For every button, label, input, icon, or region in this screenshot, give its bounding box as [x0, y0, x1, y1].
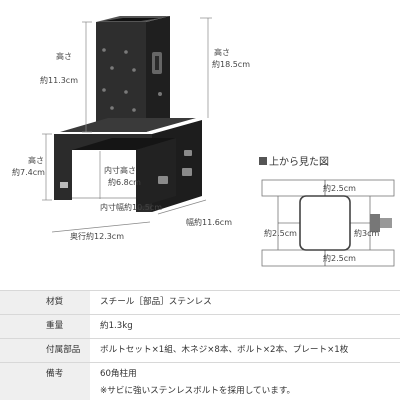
spec-key: 備考	[0, 363, 90, 400]
screw-holes	[102, 48, 136, 112]
spec-key: 重量	[0, 315, 90, 338]
height-top-value: 約11.3cm	[40, 76, 79, 85]
inner-height-label: 内寸高さ	[104, 166, 136, 175]
spec-row: 重量 約1.3kg	[0, 314, 400, 338]
spec-value: スチール［部品］ステンレス	[100, 297, 212, 307]
top-view-left-dim: 約2.5cm	[264, 229, 297, 238]
spec-value-line2: ※サビに強いステンレスボルトを採用しています。	[100, 386, 296, 396]
square-bullet-icon	[259, 156, 267, 165]
product-figure: 高さ 約11.3cm 高さ 約18.5cm 高さ 約7.4cm 内寸高さ 約6.…	[12, 16, 395, 267]
height-top-label: 高さ	[56, 52, 72, 61]
post-holder-front	[96, 22, 146, 132]
spec-key: 材質	[0, 291, 90, 314]
top-view-top-dim: 約2.5cm	[323, 184, 356, 193]
spec-value: 約1.3kg	[100, 321, 133, 331]
height-base-label: 高さ	[28, 156, 44, 165]
dimension-lines	[42, 17, 212, 233]
top-view-diagram	[261, 179, 395, 267]
height-total-value: 約18.5cm	[212, 60, 251, 69]
height-total-label: 高さ	[214, 48, 230, 57]
bracket-illustration	[42, 16, 395, 267]
top-view-title-text: 上から見た図	[269, 157, 329, 168]
front-bolt	[60, 182, 68, 188]
spec-key: 付属部品	[0, 339, 90, 362]
spec-value: 60角柱用 ※サビに強いステンレスボルトを採用しています。	[90, 363, 400, 400]
top-view-bottom-dim: 約2.5cm	[323, 254, 356, 263]
base-top-plate	[60, 118, 196, 132]
top-view-title: 上から見た図	[259, 153, 329, 168]
height-base-value: 約7.4cm	[12, 168, 45, 177]
inner-height-value: 約6.8cm	[108, 178, 141, 187]
depth-label: 奥行約12.3cm	[70, 232, 125, 241]
spec-value: ボルトセット×1組、木ネジ×8本、ボルト×2本、プレート×1枚	[100, 345, 349, 355]
inner-width-label: 内寸幅約10.5cm	[100, 203, 163, 212]
width-label: 幅約11.6cm	[186, 218, 233, 227]
side-bolts	[158, 150, 192, 184]
top-view-right-dim: 約3cm	[354, 229, 380, 238]
spec-value-line1: 60角柱用	[100, 369, 137, 379]
spec-table: 材質 スチール［部品］ステンレス 重量 約1.3kg 付属部品 ボルトセット×1…	[0, 290, 400, 400]
spec-row: 備考 60角柱用 ※サビに強いステンレスボルトを採用しています。	[0, 362, 400, 400]
spec-row: 付属部品 ボルトセット×1組、木ネジ×8本、ボルト×2本、プレート×1枚	[0, 338, 400, 362]
spec-row: 材質 スチール［部品］ステンレス	[0, 290, 400, 314]
